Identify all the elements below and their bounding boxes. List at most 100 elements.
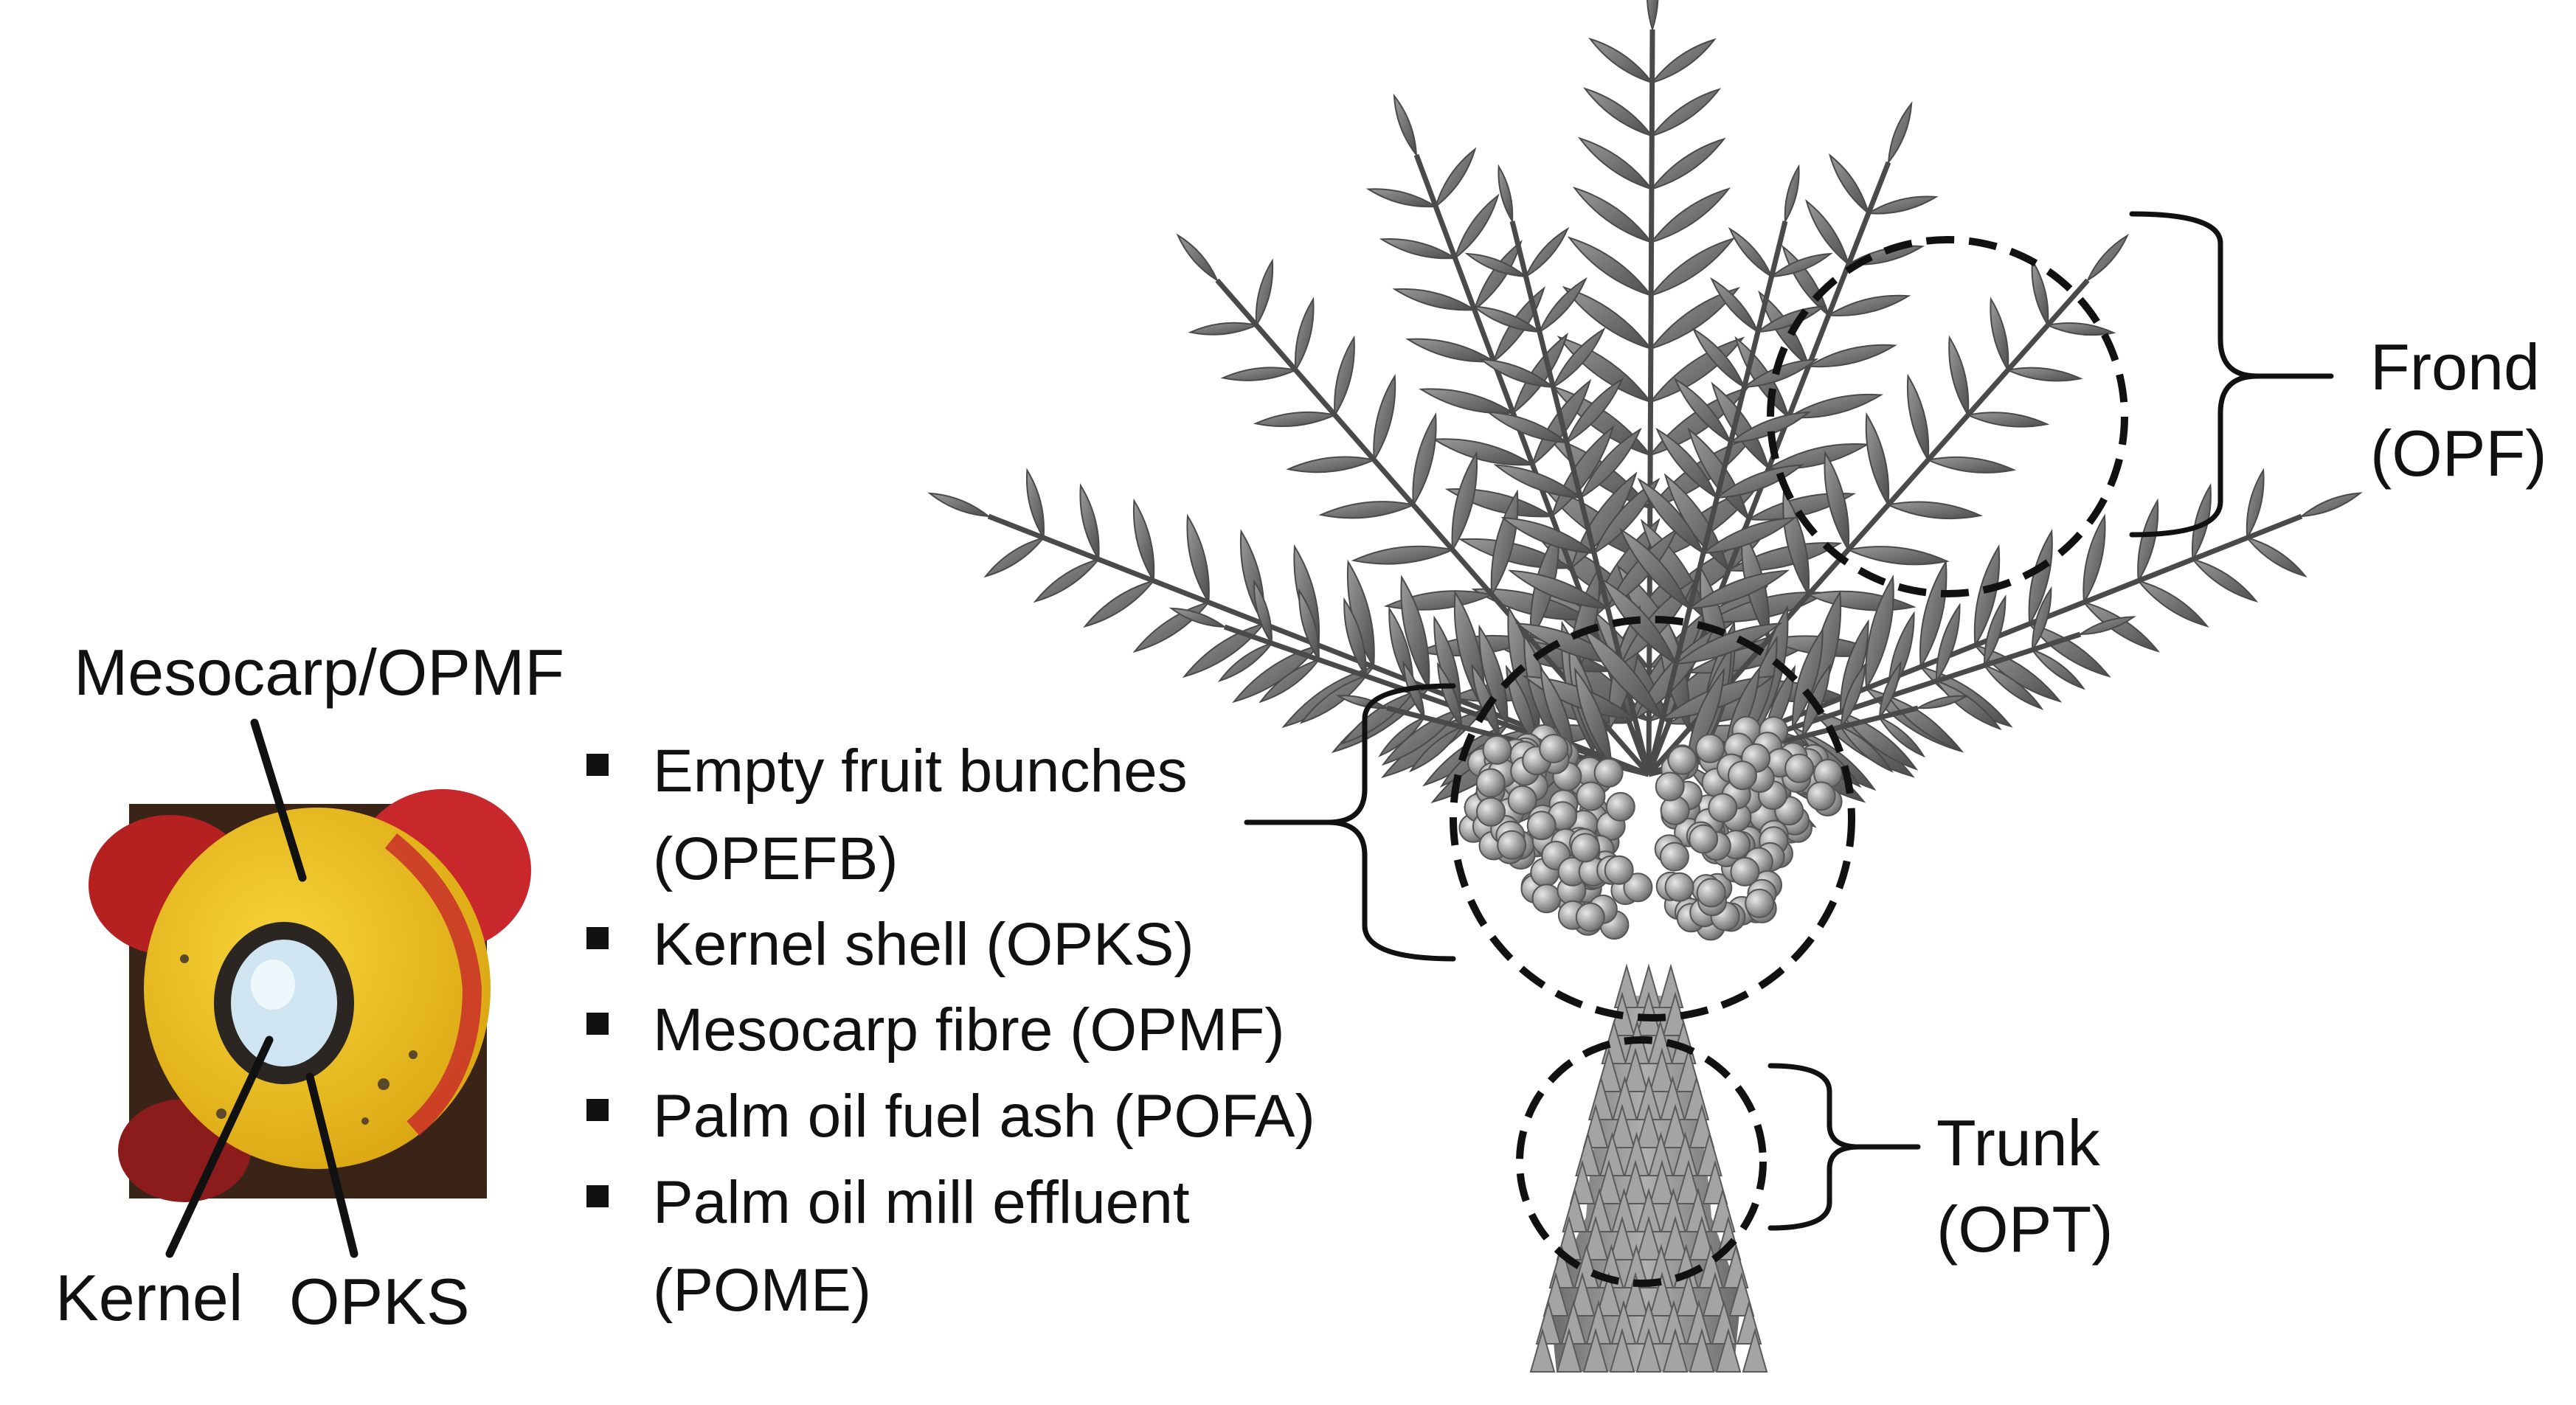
leaflet	[1919, 559, 1947, 670]
leaflet	[1766, 443, 1870, 470]
palm-tree	[927, 0, 2363, 1373]
leaflet	[1258, 658, 1321, 704]
leaflet	[1828, 153, 1870, 215]
list-item-opefb-abbr: (OPEFB)	[653, 825, 899, 892]
leaflet	[1524, 226, 1570, 279]
trunk-scale	[1582, 1103, 1609, 1148]
trunk-scale	[1742, 1328, 1768, 1373]
leaflet	[2299, 492, 2363, 518]
leaflet	[1649, 38, 1717, 85]
leaflet	[1948, 335, 1970, 417]
leaflet	[1742, 358, 1819, 389]
leaflet	[1405, 338, 1497, 363]
leaflet	[2005, 367, 2083, 382]
leaflet	[1565, 377, 1624, 445]
bullet-pome	[586, 1185, 609, 1207]
trunk-scale	[1649, 1272, 1675, 1316]
frond-label: Frond	[2370, 330, 2540, 403]
trunk-scale	[1662, 1328, 1689, 1373]
leaflet	[1512, 332, 1569, 415]
leaflet	[1540, 666, 1575, 758]
bullet-opefb	[586, 754, 609, 776]
leaflet	[1378, 715, 1427, 757]
leaflet	[1769, 252, 1833, 278]
leaflet	[1878, 660, 1902, 720]
leaflet	[927, 492, 991, 518]
fruit-nut	[1497, 830, 1527, 860]
leaflet	[1700, 516, 1797, 555]
fruit-nut	[1593, 757, 1624, 788]
leaflet	[1083, 579, 1156, 628]
leaflet	[1710, 277, 1760, 334]
leaflet	[1132, 498, 1155, 583]
leaflet	[1294, 296, 1315, 373]
trunk-scale	[1613, 963, 1640, 1008]
leaflet	[1451, 451, 1478, 552]
leaflet	[1758, 290, 1810, 369]
fruit-nut	[1507, 785, 1537, 815]
fruit-nut	[1539, 734, 1569, 763]
leaflet	[1906, 373, 1930, 462]
leaflet	[1340, 690, 1416, 745]
leaflet	[1965, 412, 2050, 428]
leaflet	[1806, 344, 1897, 368]
trunk-scale	[1582, 1215, 1609, 1260]
leaflet	[1692, 327, 1746, 389]
trunk-scale	[1662, 1215, 1689, 1260]
leaflet	[1471, 663, 1500, 739]
leaflet	[1343, 597, 1367, 679]
trunk-scale	[1596, 1272, 1622, 1316]
trunk-highlight-circle	[1516, 1036, 1767, 1287]
fruit-nut	[1623, 873, 1653, 903]
frond-brace	[2129, 211, 2334, 538]
leaflet	[1365, 188, 1438, 208]
leaflet	[1592, 477, 1661, 555]
leaflet	[1186, 513, 1210, 605]
bunch-highlight-circle	[1450, 616, 1855, 1021]
leaflet	[1915, 695, 1969, 710]
leaflet	[1687, 569, 1790, 610]
leaflet	[1838, 710, 1919, 771]
trunk-scale	[1582, 1328, 1609, 1373]
leaflet	[1649, 137, 1726, 191]
biomass-list: Empty fruit bunches (OPEFB) Kernel shell…	[586, 738, 1315, 1324]
fruit-nut	[1728, 760, 1757, 791]
list-item-pome-abbr: (POME)	[653, 1257, 871, 1324]
leaflet	[1839, 725, 1894, 773]
leaflet	[1537, 277, 1588, 334]
trunk-scale	[1635, 1328, 1662, 1373]
list-item-opks: Kernel shell (OPKS)	[653, 911, 1194, 978]
fruit-nut	[1745, 888, 1775, 918]
leaflet	[1472, 240, 1523, 312]
list-item-pofa: Palm oil fuel ash (POFA)	[653, 1083, 1315, 1150]
leaflet	[1472, 305, 1543, 333]
leaflet	[1572, 187, 1654, 244]
leaflet	[1431, 438, 1535, 466]
leaflet	[1506, 665, 1538, 749]
leaflet	[1990, 296, 2009, 373]
trunk-scale	[1649, 1047, 1675, 1092]
fruit-nut	[1659, 842, 1689, 872]
leaflet	[1393, 93, 1418, 158]
leaflet	[1649, 286, 1740, 350]
leaflet	[1673, 622, 1783, 665]
trunk-scale	[1596, 1047, 1622, 1092]
list-item-pome: Palm oil mill effluent	[653, 1169, 1190, 1236]
leaflet	[1490, 489, 1519, 597]
leaflet	[1865, 575, 1894, 691]
bullet-pofa	[586, 1099, 609, 1121]
leaflet	[2137, 498, 2159, 583]
trunk-scale	[1635, 1215, 1662, 1260]
leaflet	[1334, 335, 1355, 417]
leaflet	[2031, 258, 2049, 328]
fruit-nut	[1575, 902, 1605, 932]
leaflet	[1840, 662, 1866, 729]
leaflet	[1132, 600, 1211, 653]
leaflet	[2045, 322, 2116, 336]
fruit-nut	[1730, 856, 1760, 887]
trunk-label: Trunk	[1936, 1106, 2101, 1179]
fruit-nut	[1664, 872, 1694, 902]
fruit-cross-section	[89, 789, 531, 1202]
trunk-scale	[1702, 1159, 1728, 1204]
fruit-nut	[1806, 781, 1836, 811]
